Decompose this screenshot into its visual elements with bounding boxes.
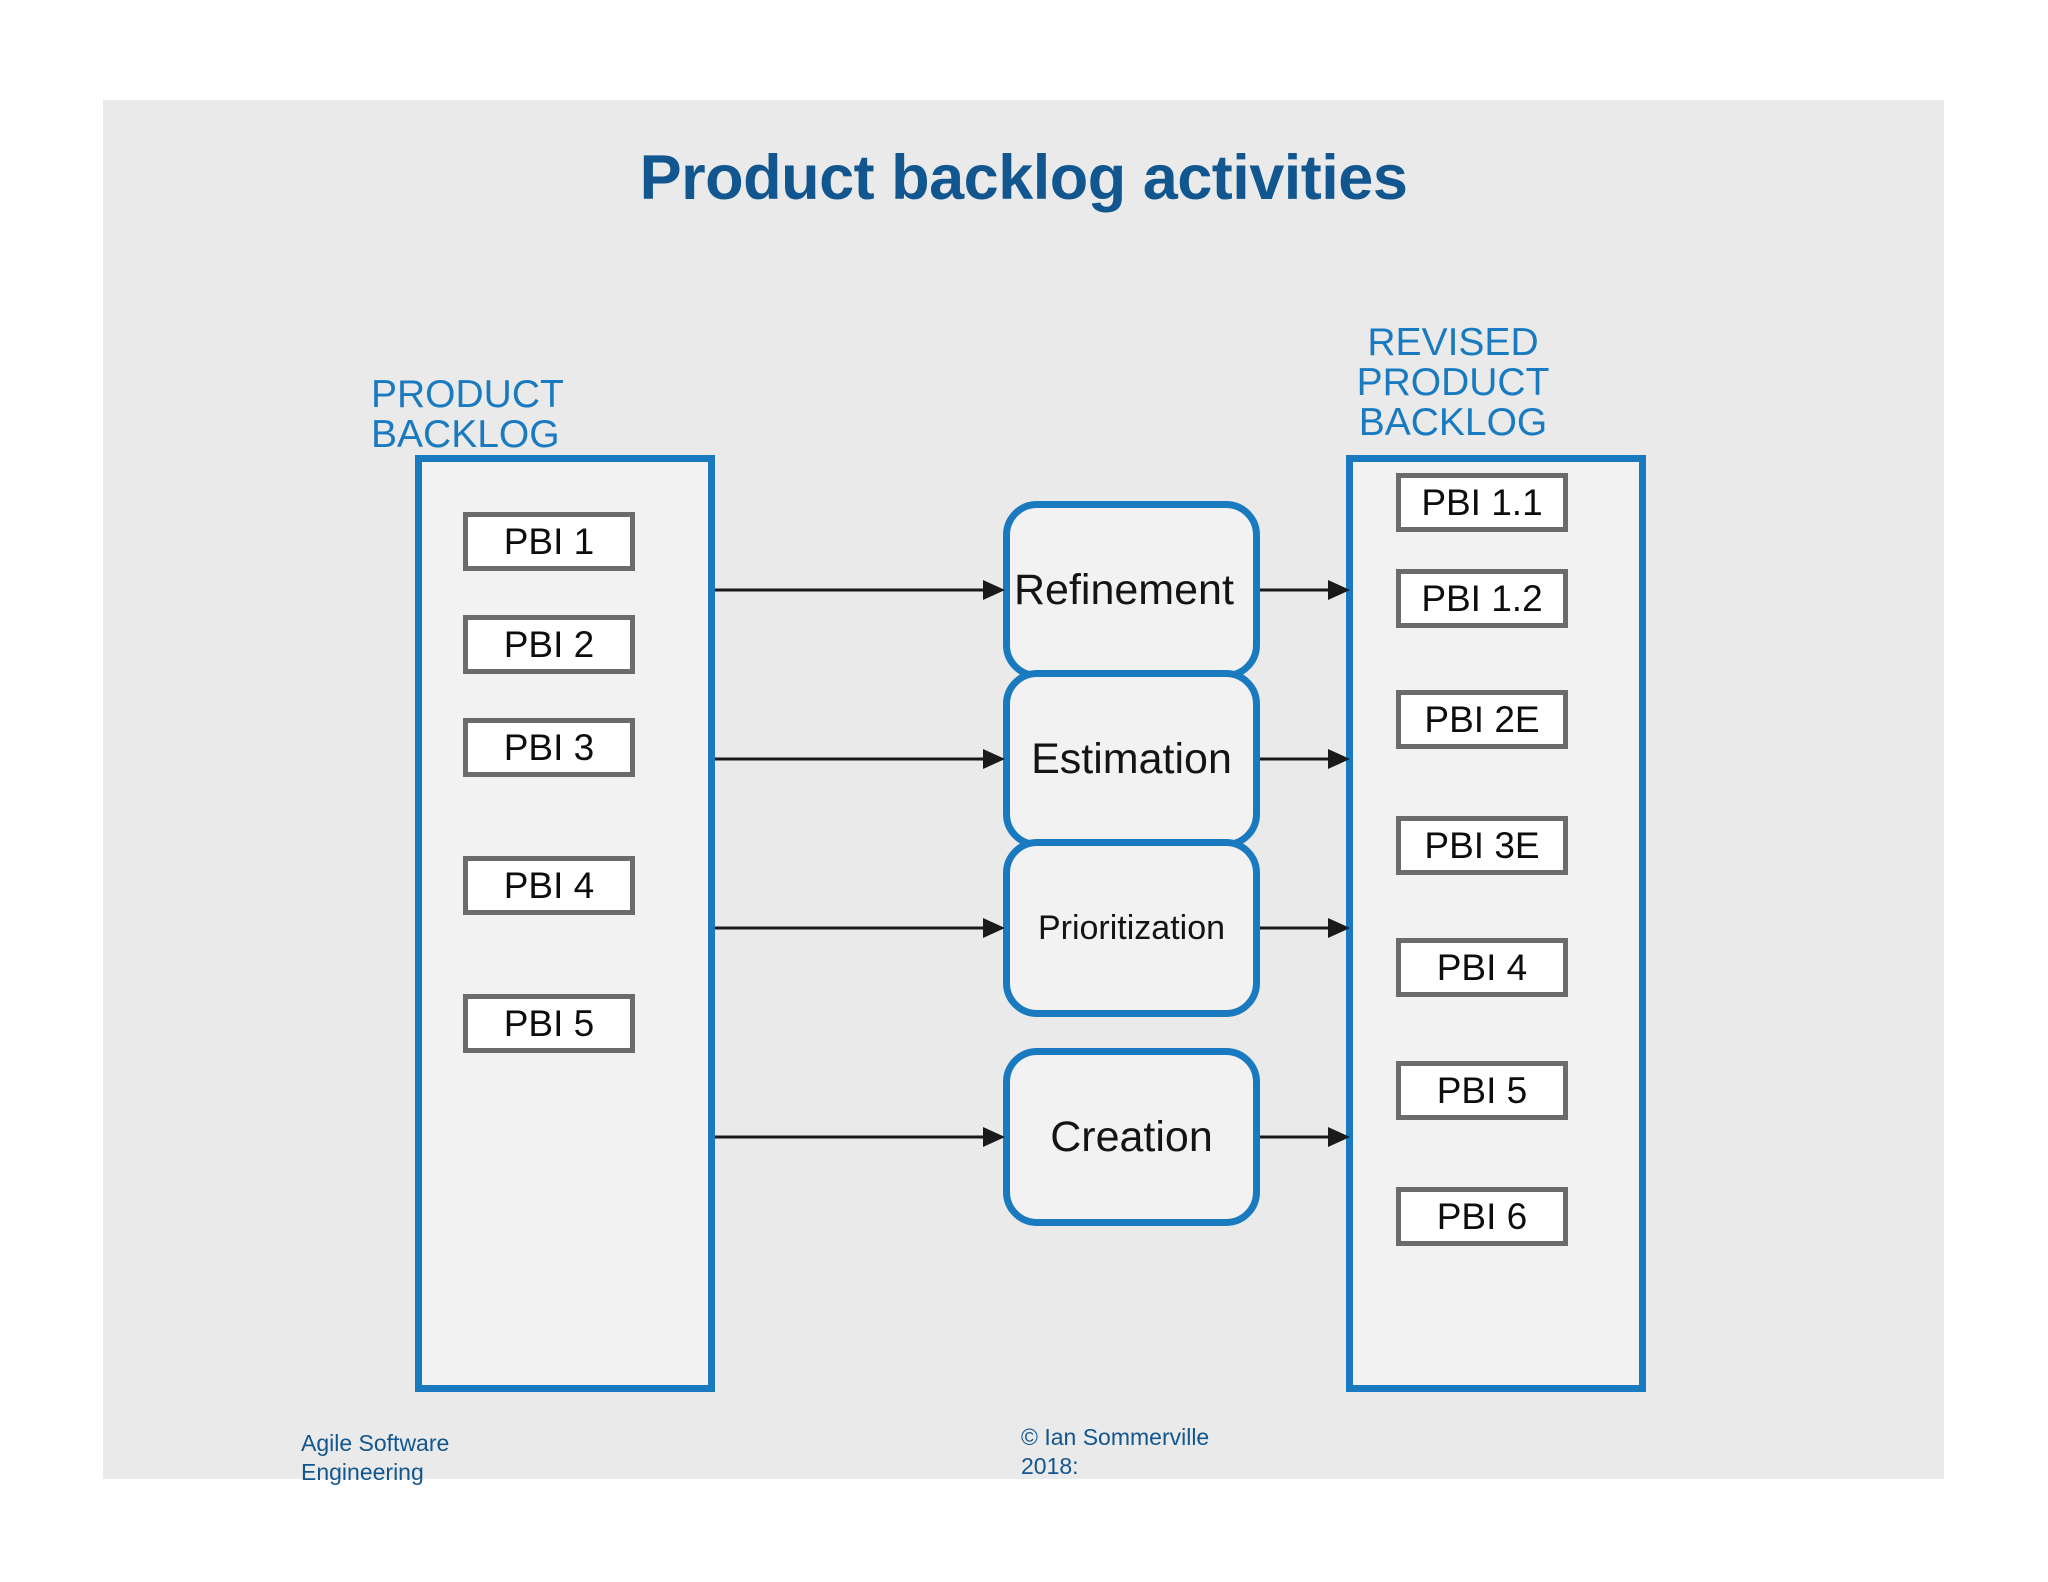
arrow-backlog-to-creation [715,1126,1005,1148]
arrow-backlog-to-refinement [715,579,1005,601]
activity-label: Prioritization [1037,908,1226,947]
product-backlog-caption: PRODUCT BACKLOG [371,373,564,456]
list-item[interactable]: PBI 5 [463,994,635,1053]
list-item[interactable]: PBI 1.2 [1396,569,1568,628]
activity-label: Creation [1050,1112,1213,1161]
activity-label: Refinement [1014,565,1234,614]
revised-product-backlog-caption: REVISED PRODUCT BACKLOG [1356,321,1550,444]
arrow-refinement-to-revised [1260,579,1350,601]
arrow-backlog-to-prioritization [715,917,1005,939]
arrow-estimation-to-revised [1260,748,1350,770]
activity-node-creation[interactable]: Creation [1003,1048,1260,1226]
list-item[interactable]: PBI 3 [463,718,635,777]
pbi-label: PBI 1.2 [1421,577,1543,619]
list-item[interactable]: PBI 3E [1396,816,1568,875]
activity-node-prioritization[interactable]: Prioritization [1003,839,1260,1017]
pbi-label: PBI 6 [1436,1195,1528,1237]
pbi-label: PBI 3 [503,726,595,768]
pbi-label: PBI 5 [1436,1069,1528,1111]
list-item[interactable]: PBI 5 [1396,1061,1568,1120]
pbi-label: PBI 4 [503,864,595,906]
arrow-creation-to-revised [1260,1126,1350,1148]
pbi-label: PBI 2E [1424,698,1540,740]
pbi-label: PBI 1 [503,520,595,562]
activity-label: Estimation [1031,734,1232,783]
activity-node-estimation[interactable]: Estimation [1003,670,1260,848]
list-item[interactable]: PBI 6 [1396,1187,1568,1246]
pbi-label: PBI 1.1 [1421,481,1543,523]
slide-canvas: Product backlog activities PBI 1 PBI 2 P… [103,100,1944,1485]
page-title: Product backlog activities [639,143,1408,213]
product-backlog-container [415,455,715,1392]
list-item[interactable]: PBI 4 [1396,938,1568,997]
footer-course-label: Agile Software Engineering [301,1430,450,1485]
list-item[interactable]: PBI 4 [463,856,635,915]
arrow-prioritization-to-revised [1260,917,1350,939]
arrow-backlog-to-estimation [715,748,1005,770]
activity-node-refinement[interactable]: Refinement [1003,501,1260,679]
pbi-label: PBI 3E [1424,824,1540,866]
list-item[interactable]: PBI 2 [463,615,635,674]
list-item[interactable]: PBI 1 [463,512,635,571]
pbi-label: PBI 2 [503,623,595,665]
footer-copyright: © Ian Sommerville 2018: [1021,1424,1210,1479]
pbi-label: PBI 5 [503,1002,595,1044]
pbi-label: PBI 4 [1436,946,1528,988]
list-item[interactable]: PBI 1.1 [1396,473,1568,532]
list-item[interactable]: PBI 2E [1396,690,1568,749]
